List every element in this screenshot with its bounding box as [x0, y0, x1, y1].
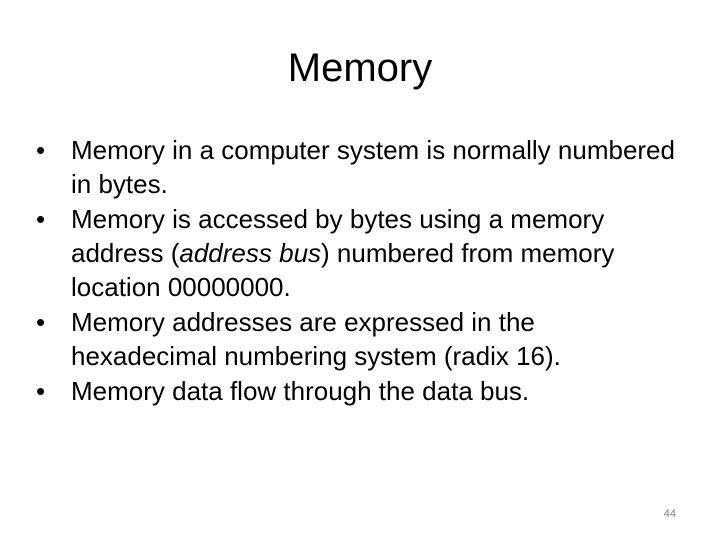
bullet-text-start: Memory is accessed by bytes using a memo… — [71, 204, 605, 268]
bullet-icon: • — [36, 376, 46, 406]
bullet-text-end: ) numbered from memory location 00000000… — [71, 238, 615, 302]
bullet-icon: • — [36, 204, 46, 234]
bullet-list: • Memory in a computer system is normall… — [36, 133, 676, 409]
bullet-text-emphasis: address bus — [179, 238, 322, 268]
bullet-item-4: • Memory data flow through the data bus. — [36, 374, 676, 408]
bullet-text: Memory in a computer system is normally … — [71, 135, 675, 199]
bullet-text: Memory data flow through the data bus. — [71, 376, 530, 406]
bullet-icon: • — [36, 135, 46, 165]
slide-title: Memory — [287, 46, 433, 90]
page-number: 44 — [663, 508, 676, 520]
bullet-icon: • — [36, 307, 46, 337]
bullet-item-3: • Memory addresses are expressed in the … — [36, 305, 676, 373]
bullet-item-2: • Memory is accessed by bytes using a me… — [36, 202, 676, 304]
bullet-text: Memory addresses are expressed in the he… — [71, 307, 561, 371]
bullet-item-1: • Memory in a computer system is normall… — [36, 133, 676, 201]
